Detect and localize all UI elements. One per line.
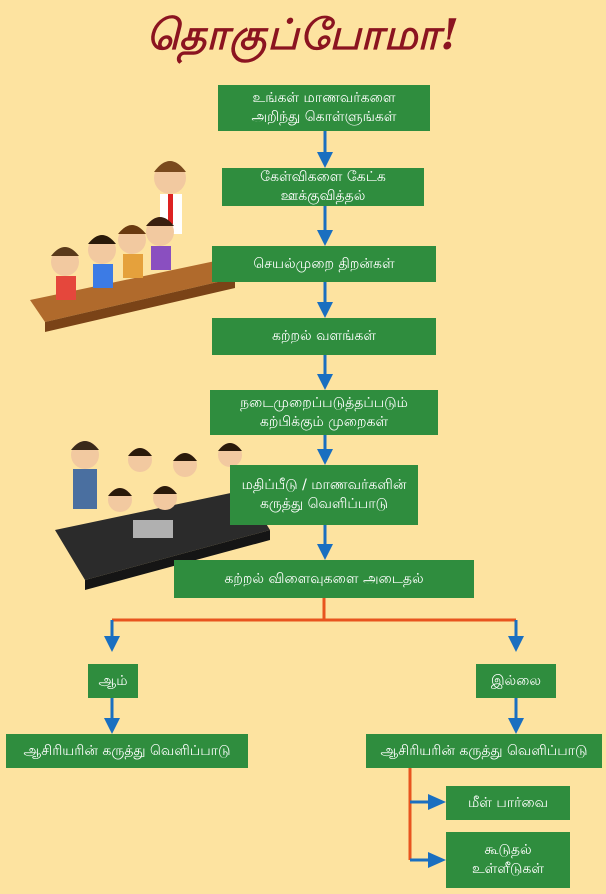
review-box: மீள் பார்வை [446,786,570,820]
step-process-skills: செயல்முறை திறன்கள் [212,246,436,282]
branch-yes: ஆம் [88,664,138,698]
branch-no: இல்லை [476,664,556,698]
branch-connector [104,598,524,652]
children-experiment-illustration [30,161,235,332]
step-learning-resources: கற்றல் வளங்கள் [212,318,436,355]
step-teaching-methods: நடைமுறைப்படுத்தப்படும் கற்பிக்கும் முறைக… [210,390,438,435]
yes-arrow [104,698,120,734]
page-title: தொகுப்போமா! [146,10,460,59]
no-sub-connector [408,768,446,868]
extra-inputs-box: கூடுதல் உள்ளீடுகள் [446,832,570,888]
yes-teacher-feedback: ஆசிரியரின் கருத்து வெளிப்பாடு [6,734,248,768]
arrow-3 [317,282,333,318]
step-evaluation-feedback: மதிப்பீடு / மாணவர்களின் கருத்து வெளிப்பா… [230,465,418,525]
no-teacher-feedback: ஆசிரியரின் கருத்து வெளிப்பாடு [366,734,602,768]
arrow-6 [317,525,333,560]
arrow-4 [317,355,333,390]
step-know-students: உங்கள் மாணவர்களை அறிந்து கொள்ளுங்கள் [218,85,430,131]
arrow-2 [317,206,333,246]
no-arrow [508,698,524,734]
arrow-1 [317,130,333,168]
step-learning-outcomes: கற்றல் விளைவுகளை அடைதல் [174,560,474,598]
step-encourage-questions: கேள்விகளை கேட்க ஊக்குவித்தல் [222,168,424,206]
arrow-5 [317,435,333,465]
